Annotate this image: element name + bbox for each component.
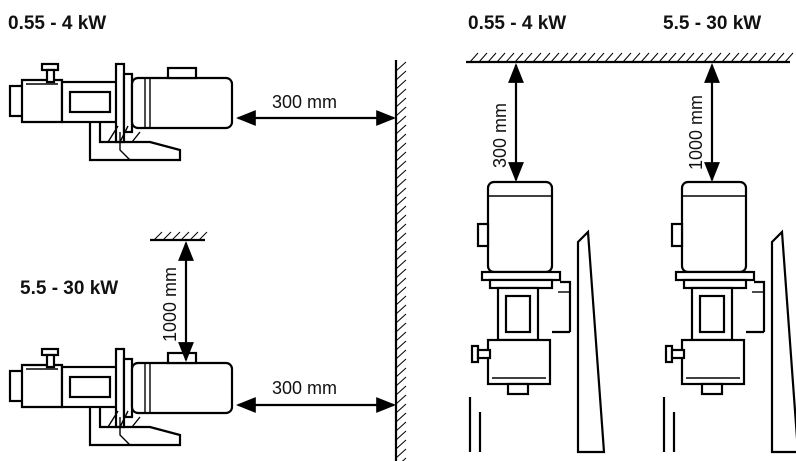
h-bottom-ceiling xyxy=(150,231,208,242)
h-bottom-top-dim-label: 1000 mm xyxy=(160,267,180,342)
vertical-pump-small xyxy=(468,180,606,454)
wall xyxy=(394,60,407,461)
v-left-top-dim-label: 300 mm xyxy=(490,103,510,168)
horizontal-pump-large xyxy=(8,347,234,447)
v-right-power-label: 5.5 - 30 kW xyxy=(663,13,761,34)
h-top-side-dim-label: 300 mm xyxy=(272,92,337,112)
h-bottom-side-dim-label: 300 mm xyxy=(272,378,337,398)
v-right-top-dim-label: 1000 mm xyxy=(686,95,706,170)
h-bottom-power-label: 5.5 - 30 kW xyxy=(20,278,118,299)
horizontal-pump-small xyxy=(8,62,234,162)
h-top-power-label: 0.55 - 4 kW xyxy=(8,13,106,34)
v-left-power-label: 0.55 - 4 kW xyxy=(468,13,566,34)
vertical-pump-large xyxy=(662,180,796,454)
ceiling xyxy=(466,52,794,64)
